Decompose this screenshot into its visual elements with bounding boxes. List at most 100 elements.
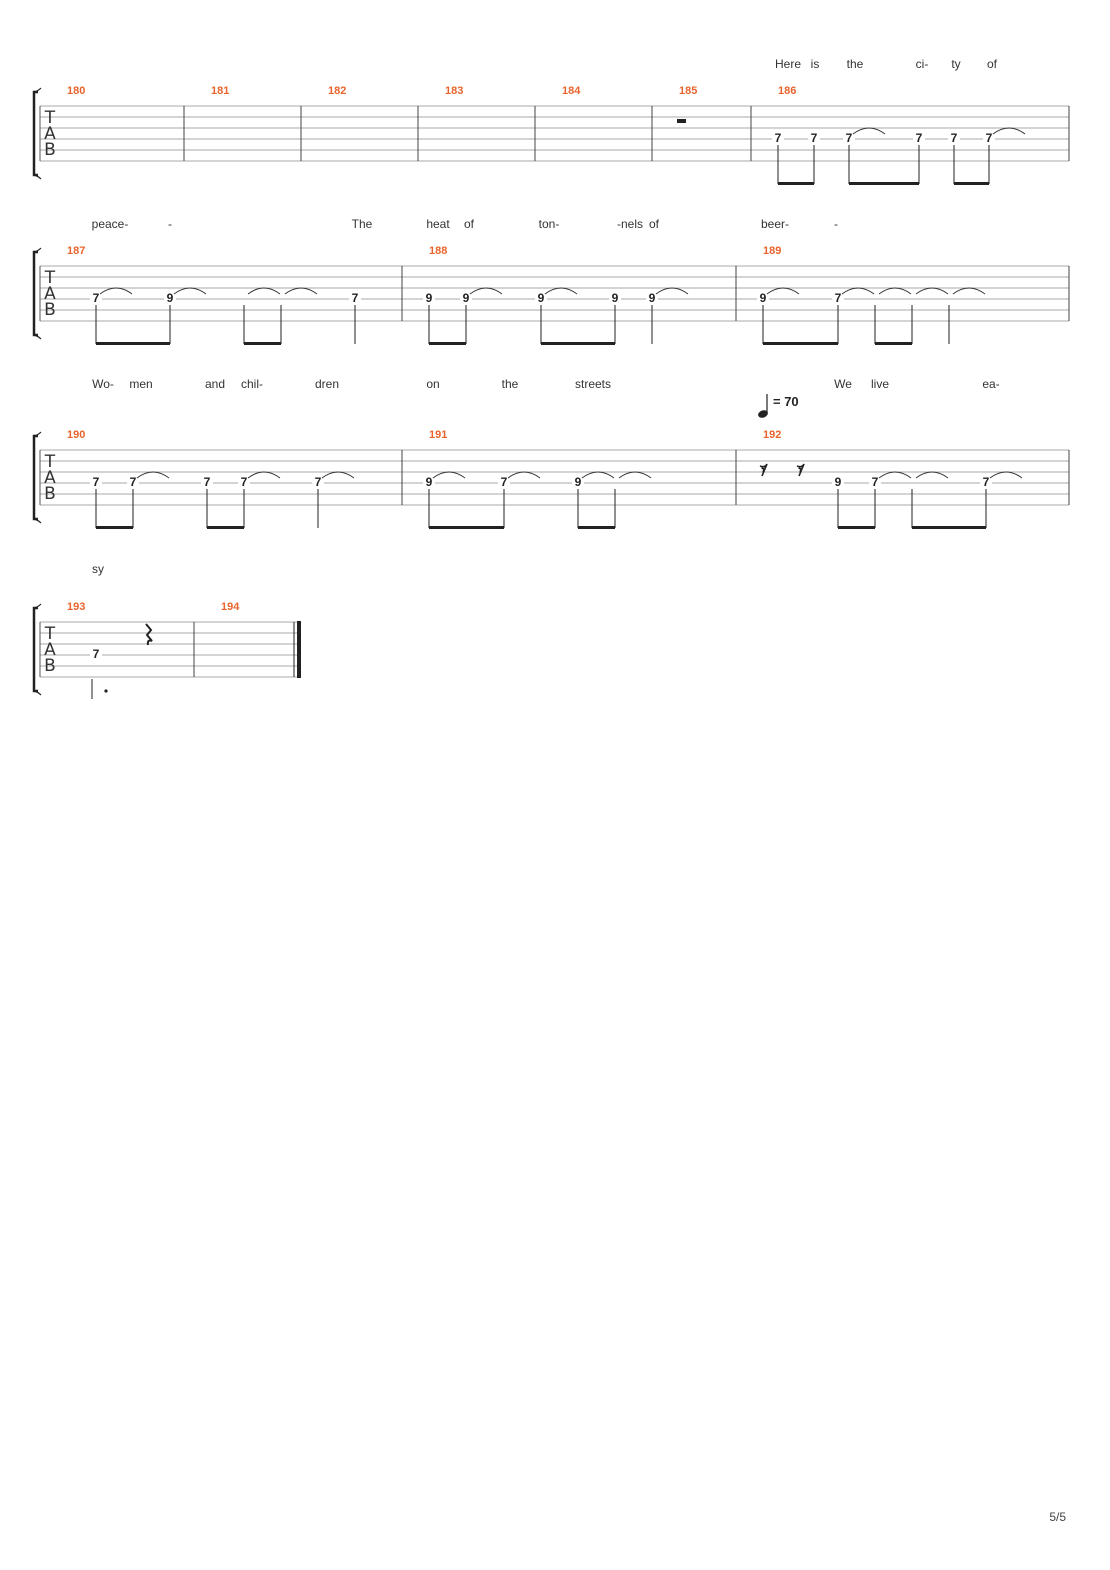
- note-beam: [429, 342, 466, 345]
- fret-number: 7: [951, 131, 958, 145]
- tab-clef-letter: B: [44, 140, 56, 160]
- lyric-syllable: We: [834, 377, 852, 391]
- tie-arc: [432, 471, 466, 479]
- fret-number: 9: [538, 291, 545, 305]
- fret-background: [535, 290, 547, 304]
- bar-number: 183: [445, 85, 463, 97]
- fret-background: [646, 290, 658, 304]
- tie-arc: [878, 471, 912, 479]
- bar-number: 189: [763, 245, 781, 257]
- lyric-syllable: dren: [315, 377, 339, 391]
- bar-number: 185: [679, 85, 697, 97]
- note-beam: [244, 342, 281, 345]
- tab-clef-letter: A: [44, 124, 56, 144]
- lyric-syllable: men: [129, 377, 152, 391]
- bar-number: 184: [562, 85, 581, 97]
- note-beam: [954, 182, 989, 185]
- note-beam: [838, 526, 875, 529]
- note-beam: [541, 342, 615, 345]
- fret-background: [238, 474, 250, 488]
- tie-arc: [247, 471, 281, 479]
- bar-number: 182: [328, 85, 346, 97]
- lyric-syllable: -nels: [617, 217, 643, 231]
- tie-arc: [915, 471, 949, 479]
- tab-clef-letter: T: [44, 268, 56, 288]
- fret-background: [498, 474, 510, 488]
- fret-background: [808, 130, 820, 144]
- tie-arc: [581, 471, 615, 479]
- eighth-rest-shape: [796, 463, 805, 477]
- fret-number: 9: [167, 291, 174, 305]
- system-bracket-hook: [33, 431, 42, 524]
- eighth-rest-shape: [759, 463, 768, 477]
- fret-number: 7: [872, 475, 879, 489]
- lyric-syllable: live: [871, 377, 889, 391]
- fret-number: 9: [426, 475, 433, 489]
- lyric-syllable: Wo-: [92, 377, 114, 391]
- lyric-syllable: of: [464, 217, 475, 231]
- fret-background: [423, 290, 435, 304]
- fret-number: 7: [846, 131, 853, 145]
- lyric-syllable: chil-: [241, 377, 263, 391]
- lyric-syllable: sy: [92, 562, 104, 576]
- lyric-syllable: is: [811, 57, 820, 71]
- tab-clef-letter: A: [44, 284, 56, 304]
- note-beam: [96, 526, 133, 529]
- tie-arc: [247, 287, 281, 295]
- tie-arc: [952, 287, 986, 295]
- fret-background: [90, 474, 102, 488]
- tie-arc: [544, 287, 578, 295]
- eighth-rest: 𝄾: [797, 463, 802, 477]
- bar-number: 181: [211, 85, 229, 97]
- tab-clef-letter: T: [44, 624, 56, 644]
- fret-background: [312, 474, 324, 488]
- tie-arc: [173, 287, 207, 295]
- tab-clef-letter: A: [44, 640, 56, 660]
- tie-arc: [618, 471, 652, 479]
- bar-number: 190: [67, 429, 85, 441]
- tab-clef-letter: B: [44, 484, 56, 504]
- tie-arc: [136, 471, 170, 479]
- tie-arc: [507, 471, 541, 479]
- note-beam: [849, 182, 919, 185]
- system-bracket: [32, 434, 38, 521]
- lyric-syllable: of: [987, 57, 998, 71]
- fret-number: 9: [426, 291, 433, 305]
- fret-background: [349, 290, 361, 304]
- fret-number: 7: [916, 131, 923, 145]
- augmentation-dot: [104, 689, 108, 693]
- lyric-syllable: ea-: [982, 377, 999, 391]
- note-beam: [207, 526, 244, 529]
- tie-arc: [99, 287, 133, 295]
- system-bracket: [32, 606, 38, 693]
- fret-number: 7: [204, 475, 211, 489]
- fret-number: 7: [811, 131, 818, 145]
- bar-number: 192: [763, 429, 781, 441]
- quarter-rest: [145, 623, 153, 646]
- fret-background: [913, 130, 925, 144]
- lyric-syllable: Here: [775, 57, 801, 71]
- tie-arc: [989, 471, 1023, 479]
- fret-background: [201, 474, 213, 488]
- lyric-syllable: the: [502, 377, 519, 391]
- fret-number: 7: [986, 131, 993, 145]
- bar-number: 191: [429, 429, 447, 441]
- fret-number: 9: [835, 475, 842, 489]
- tempo-value: = 70: [773, 394, 799, 409]
- lyric-syllable: ty: [951, 57, 960, 71]
- bar-number: 188: [429, 245, 447, 257]
- fret-number: 7: [241, 475, 248, 489]
- fret-number: 9: [649, 291, 656, 305]
- bar-number: 186: [778, 85, 796, 97]
- note-beam: [96, 342, 170, 345]
- tempo-note-head: [758, 410, 768, 418]
- note-beam: [429, 526, 504, 529]
- tie-arc: [284, 287, 318, 295]
- fret-number: 7: [93, 291, 100, 305]
- fret-number: 7: [315, 475, 322, 489]
- fret-background: [832, 474, 844, 488]
- fret-background: [423, 474, 435, 488]
- fret-number: 7: [352, 291, 359, 305]
- fret-number: 9: [760, 291, 767, 305]
